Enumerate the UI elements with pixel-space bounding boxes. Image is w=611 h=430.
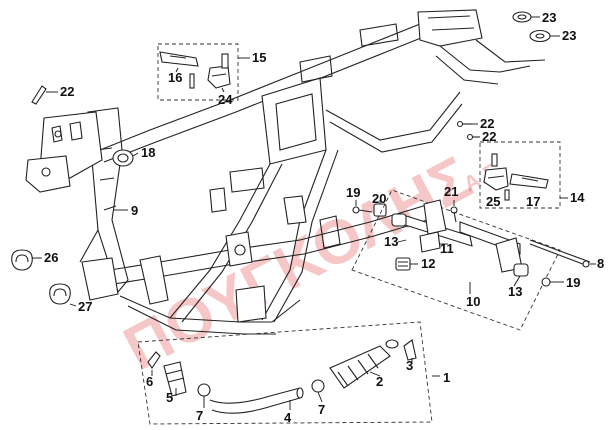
callout-3: 3	[406, 358, 413, 373]
callout-20: 20	[372, 191, 386, 206]
callout-14: 14	[570, 190, 585, 205]
callout-16: 16	[168, 70, 182, 85]
part-15-group	[157, 43, 250, 101]
callout-9: 9	[131, 203, 138, 218]
callout-23-bottom: 23	[562, 28, 576, 43]
callout-23-top: 23	[542, 10, 556, 25]
part-27-clamp	[49, 283, 77, 307]
part-14-group	[479, 141, 568, 209]
part-23-washer-bottom	[529, 29, 560, 43]
callout-4: 4	[284, 410, 292, 425]
part-19-bolt-left	[352, 200, 373, 214]
callout-7-right: 7	[318, 402, 325, 417]
part-10-assembly	[351, 189, 561, 331]
part-23-washer-top	[512, 11, 540, 23]
callout-13-right: 13	[508, 284, 522, 299]
callout-22-right-bottom: 22	[482, 129, 496, 144]
part-22-pin-left	[31, 85, 58, 105]
callout-12: 12	[421, 256, 435, 271]
callout-22-left: 22	[60, 84, 74, 99]
callout-6: 6	[146, 374, 153, 389]
part-1-assembly	[137, 321, 440, 425]
callout-5: 5	[166, 390, 173, 405]
callout-8: 8	[597, 256, 604, 271]
callout-10: 10	[466, 294, 480, 309]
part-18-grommet	[112, 149, 139, 167]
callout-19-right: 19	[566, 275, 580, 290]
part-8-rod	[529, 239, 596, 268]
callout-13-left: 13	[384, 234, 398, 249]
watermark: ΠΟΥΓΚΟΛΗΣ Α.Ε.	[113, 143, 509, 383]
callout-25: 25	[486, 194, 500, 209]
part-26-clamp	[11, 249, 42, 271]
callout-19-left: 19	[346, 185, 360, 200]
callout-15: 15	[252, 50, 266, 65]
callout-22-right-top: 22	[480, 116, 494, 131]
callout-2: 2	[376, 374, 383, 389]
callout-21: 21	[444, 184, 458, 199]
main-frame	[25, 9, 546, 335]
callout-26: 26	[44, 250, 58, 265]
callout-17: 17	[526, 194, 540, 209]
callout-11: 11	[440, 241, 454, 256]
callout-27: 27	[78, 299, 92, 314]
callout-7-left: 7	[196, 408, 203, 423]
callout-labels: 1 2 3 4 5 6 7 7 8 9 10 11 12 13 13 14 15…	[44, 10, 604, 425]
callout-24: 24	[218, 92, 233, 107]
part-19-bolt-right	[541, 277, 564, 287]
callout-18: 18	[141, 145, 155, 160]
part-22-bolts-right	[456, 120, 480, 141]
callout-1: 1	[443, 370, 450, 385]
